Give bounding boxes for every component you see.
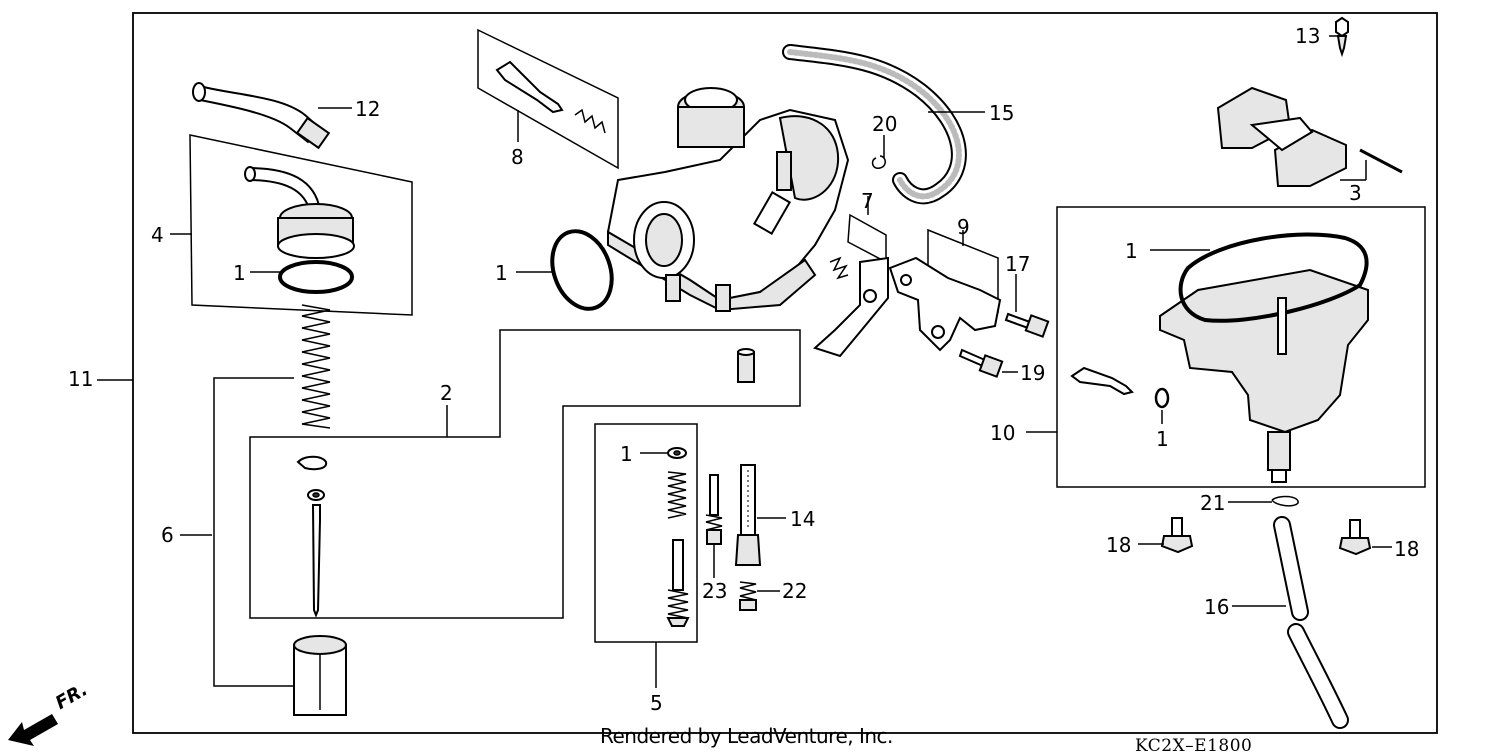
part-12-hose-elbow[interactable] [192, 82, 331, 150]
callout-12: 12 [355, 97, 380, 121]
callout-10: 10 [990, 421, 1015, 445]
callout-18-right: 18 [1394, 537, 1419, 561]
callout-4: 4 [151, 223, 164, 247]
part-8-group-outline [477, 28, 619, 170]
callout-2: 2 [440, 381, 453, 405]
needle-clip[interactable] [296, 455, 328, 471]
part-7-throttle-lever[interactable] [813, 256, 889, 358]
part-23-jet[interactable] [705, 474, 723, 545]
part-1-washer-jet[interactable] [667, 447, 687, 459]
render-credit: Rendered by LeadVenture, Inc. [600, 724, 893, 748]
part-18-screw-right[interactable] [1338, 519, 1372, 556]
callout-14: 14 [790, 507, 815, 531]
callout-13: 13 [1295, 24, 1320, 48]
callout-5: 5 [650, 691, 663, 715]
callout-22: 22 [782, 579, 807, 603]
callout-16: 16 [1204, 595, 1229, 619]
callout-1-large-oring: 1 [495, 261, 508, 285]
callout-18-left: 18 [1106, 533, 1131, 557]
part-18-screw-left[interactable] [1160, 517, 1194, 554]
callout-11: 11 [68, 367, 93, 391]
callout-21: 21 [1200, 491, 1225, 515]
callout-20: 20 [872, 112, 897, 136]
callout-1-bowl-oring: 1 [1156, 427, 1169, 451]
part-16-drain-tube[interactable] [1273, 516, 1349, 729]
part-4-top-cap[interactable] [244, 166, 355, 259]
callout-23: 23 [702, 579, 727, 603]
leader-lines [170, 35, 1392, 688]
part-5-group-outline [594, 423, 698, 643]
part-3-float[interactable] [1216, 86, 1403, 187]
callout-6: 6 [161, 523, 174, 547]
carburetor-body[interactable] [606, 87, 850, 312]
part-22-main-jet[interactable] [739, 581, 757, 611]
callout-1-bowl: 1 [1125, 239, 1138, 263]
part-1-o-ring-top[interactable] [278, 260, 354, 294]
part-13-float-valve[interactable] [1335, 16, 1349, 58]
part-4-top-cap-group [189, 134, 413, 316]
part-7-group-outline [847, 213, 887, 264]
callout-17: 17 [1005, 252, 1030, 276]
throttle-spring[interactable] [301, 304, 331, 429]
part-6-group-bracket [213, 377, 294, 687]
part-20-clip[interactable] [871, 155, 886, 169]
part-2-group-outline [249, 329, 801, 619]
air-screw[interactable] [666, 539, 690, 627]
jet-spring-small[interactable] [667, 471, 687, 519]
callout-1-jet: 1 [620, 442, 633, 466]
part-14-needle-jet[interactable] [734, 464, 762, 566]
callout-8: 8 [511, 145, 524, 169]
part-10-float-bowl[interactable] [1159, 232, 1369, 483]
part-19-screw[interactable] [958, 348, 1004, 378]
pilot-jet-small[interactable] [737, 348, 755, 383]
diagram-frame [132, 12, 1438, 734]
callout-15: 15 [989, 101, 1014, 125]
needle-washer[interactable] [307, 489, 325, 501]
callout-9: 9 [957, 215, 970, 239]
jet-needle[interactable] [311, 504, 321, 618]
part-10-group-outline [1056, 206, 1426, 488]
callout-19: 19 [1020, 361, 1045, 385]
front-direction-arrow-icon [8, 714, 58, 746]
part-1-o-ring-large[interactable] [542, 223, 622, 317]
part-17-screw[interactable] [1004, 312, 1050, 338]
callout-1-top: 1 [233, 261, 246, 285]
part-9-bracket[interactable] [888, 256, 1002, 352]
part-8-pilot-screw[interactable] [495, 60, 606, 134]
diagram-code: KC2X–E1800 [1135, 736, 1253, 756]
part-15-vent-hose[interactable] [782, 44, 967, 205]
callout-3: 3 [1349, 181, 1362, 205]
part-10-drain-screw[interactable] [1070, 366, 1134, 396]
callout-7: 7 [861, 189, 874, 213]
part-21-clip[interactable] [1271, 495, 1299, 507]
throttle-slide[interactable] [293, 635, 347, 716]
part-1-o-ring-small[interactable] [1154, 387, 1170, 409]
